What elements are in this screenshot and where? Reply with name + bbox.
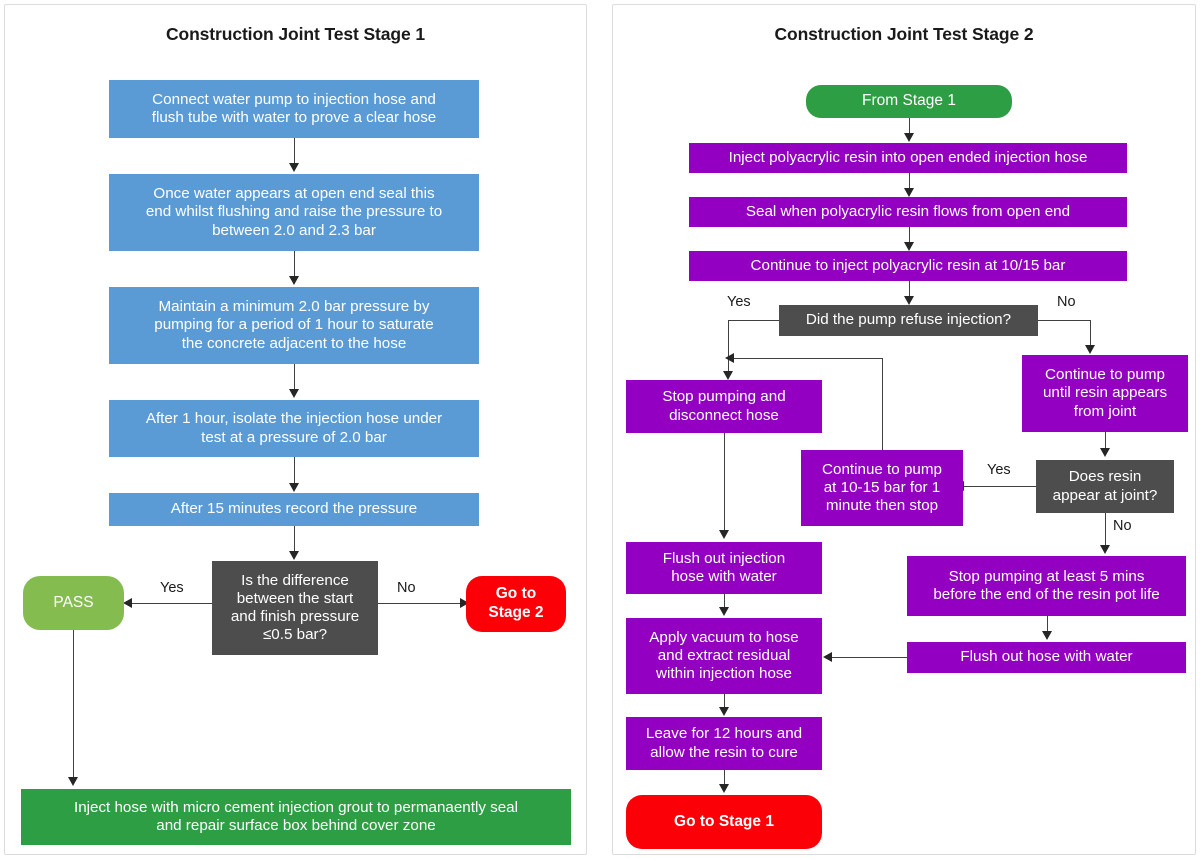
stage2-loopback-horizontal [733, 358, 882, 360]
stage1-node-maintain-pressure[interactable]: Maintain a minimum 2.0 bar pressure by p… [109, 287, 479, 364]
stage1-arrowhead-no [460, 598, 469, 608]
stage2-connector-4 [908, 281, 910, 298]
stage2-node-inject-resin[interactable]: Inject polyacrylic resin into open ended… [689, 143, 1127, 173]
stage2-node-stop-pumping-disconnect[interactable]: Stop pumping and disconnect hose [626, 380, 822, 433]
stage2-terminator-from-stage1[interactable]: From Stage 1 [806, 85, 1012, 118]
stage1-node-record-pressure[interactable]: After 15 minutes record the pressure [109, 493, 479, 526]
stage2-edge-no2 [1104, 513, 1106, 549]
stage2-arrowhead-6 [1041, 631, 1052, 640]
stage2-edge-no1-vertical [1089, 320, 1091, 349]
stage2-edge-yes1-horizontal [728, 320, 779, 322]
stage1-connector-2 [293, 251, 295, 279]
stage2-arrowhead-no1 [1084, 345, 1095, 354]
stage2-node-apply-vacuum[interactable]: Apply vacuum to hose and extract residua… [626, 618, 822, 694]
stage2-arrowhead-9 [718, 707, 729, 716]
stage2-connector-9 [723, 694, 725, 710]
stage1-node-connect-water-pump[interactable]: Connect water pump to injection hose and… [109, 80, 479, 138]
stage2-connector-6 [1046, 616, 1048, 634]
stage2-loopback-vertical [882, 358, 884, 450]
stage2-edge-label-yes2: Yes [987, 462, 1011, 478]
stage2-edge-yes1-vertical [728, 320, 730, 374]
stage2-arrowhead-5 [1099, 448, 1110, 457]
stage2-arrowhead-10 [718, 784, 729, 793]
stage1-decision-pressure-difference[interactable]: Is the difference between the start and … [212, 561, 378, 655]
stage2-arrowhead-4 [903, 296, 914, 305]
stage2-connector-5 [1104, 432, 1106, 450]
stage2-node-leave-12-hours[interactable]: Leave for 12 hours and allow the resin t… [626, 717, 822, 770]
stage2-terminator-go-to-stage1[interactable]: Go to Stage 1 [626, 795, 822, 849]
stage2-arrowhead-no2 [1099, 545, 1110, 554]
stage2-arrowhead-1 [903, 133, 914, 142]
stage1-connector-5 [293, 526, 295, 555]
stage2-edge-label-no2: No [1113, 518, 1132, 534]
stage2-connector-2 [908, 173, 910, 191]
stage1-arrowhead-3 [288, 389, 299, 398]
stage2-decision-resin-appear-at-joint[interactable]: Does resin appear at joint? [1036, 460, 1174, 513]
stage1-node-seal-open-end[interactable]: Once water appears at open end seal this… [109, 174, 479, 251]
stage1-arrowhead-5 [288, 551, 299, 560]
stage2-edge-label-yes1: Yes [727, 294, 751, 310]
stage2-edge-yes2 [964, 486, 1036, 488]
stage2-node-seal-when-resin-flows[interactable]: Seal when polyacrylic resin flows from o… [689, 197, 1127, 227]
stage1-arrowhead-4 [288, 483, 299, 492]
stage1-connector-pass-to-final [72, 630, 74, 780]
stage2-connector-1 [908, 118, 910, 136]
stage2-title: Construction Joint Test Stage 2 [774, 24, 1034, 44]
stage1-edge-yes [132, 603, 212, 605]
stage2-node-continue-inject-10-15-bar[interactable]: Continue to inject polyacrylic resin at … [689, 251, 1127, 281]
stage1-connector-1 [293, 138, 295, 166]
stage1-terminator-pass[interactable]: PASS [23, 576, 124, 630]
stage1-panel: Construction Joint Test Stage 1 Connect … [4, 4, 587, 855]
stage1-node-isolate-hose[interactable]: After 1 hour, isolate the injection hose… [109, 400, 479, 457]
stage1-connector-3 [293, 364, 295, 392]
stage1-edge-label-no: No [397, 580, 416, 596]
stage2-edge-flush-to-vacuum [832, 657, 907, 659]
stage2-connector-10 [723, 770, 725, 787]
stage2-arrowhead-7 [718, 530, 729, 539]
stage2-connector-8 [723, 594, 725, 610]
stage1-arrowhead-final [67, 777, 78, 786]
stage1-arrowhead-1 [288, 163, 299, 172]
stage2-arrowhead-yes1 [723, 371, 733, 380]
stage1-terminator-go-to-stage2[interactable]: Go to Stage 2 [466, 576, 566, 632]
stage2-node-flush-out-injection-hose[interactable]: Flush out injection hose with water [626, 542, 822, 594]
stage2-connector-7 [723, 433, 725, 533]
stage2-arrowhead-loopback [725, 353, 734, 363]
stage1-arrowhead-2 [288, 276, 299, 285]
stage2-node-continue-pump-1-minute[interactable]: Continue to pump at 10-15 bar for 1 minu… [801, 450, 963, 526]
stage2-panel: Construction Joint Test Stage 2 From Sta… [612, 4, 1196, 855]
stage1-node-inject-micro-cement[interactable]: Inject hose with micro cement injection … [21, 789, 571, 845]
stage2-arrowhead-flush-to-vacuum [823, 652, 832, 662]
stage2-node-stop-pumping-5-mins[interactable]: Stop pumping at least 5 mins before the … [907, 556, 1186, 616]
stage2-connector-3 [908, 227, 910, 245]
stage1-connector-4 [293, 457, 295, 486]
stage2-edge-no1-horizontal [1038, 320, 1091, 322]
stage2-arrowhead-8 [718, 607, 729, 616]
stage2-decision-pump-refuse-injection[interactable]: Did the pump refuse injection? [779, 305, 1038, 336]
stage2-node-flush-out-hose-with-water[interactable]: Flush out hose with water [907, 642, 1186, 673]
stage2-arrowhead-3 [903, 242, 914, 251]
stage1-arrowhead-yes [123, 598, 132, 608]
stage1-edge-no [378, 603, 461, 605]
stage1-edge-label-yes: Yes [160, 580, 184, 596]
stage2-edge-label-no1: No [1057, 294, 1076, 310]
stage2-node-continue-until-resin-appears[interactable]: Continue to pump until resin appears fro… [1022, 355, 1188, 432]
stage2-arrowhead-2 [903, 188, 914, 197]
stage1-title: Construction Joint Test Stage 1 [165, 24, 426, 44]
